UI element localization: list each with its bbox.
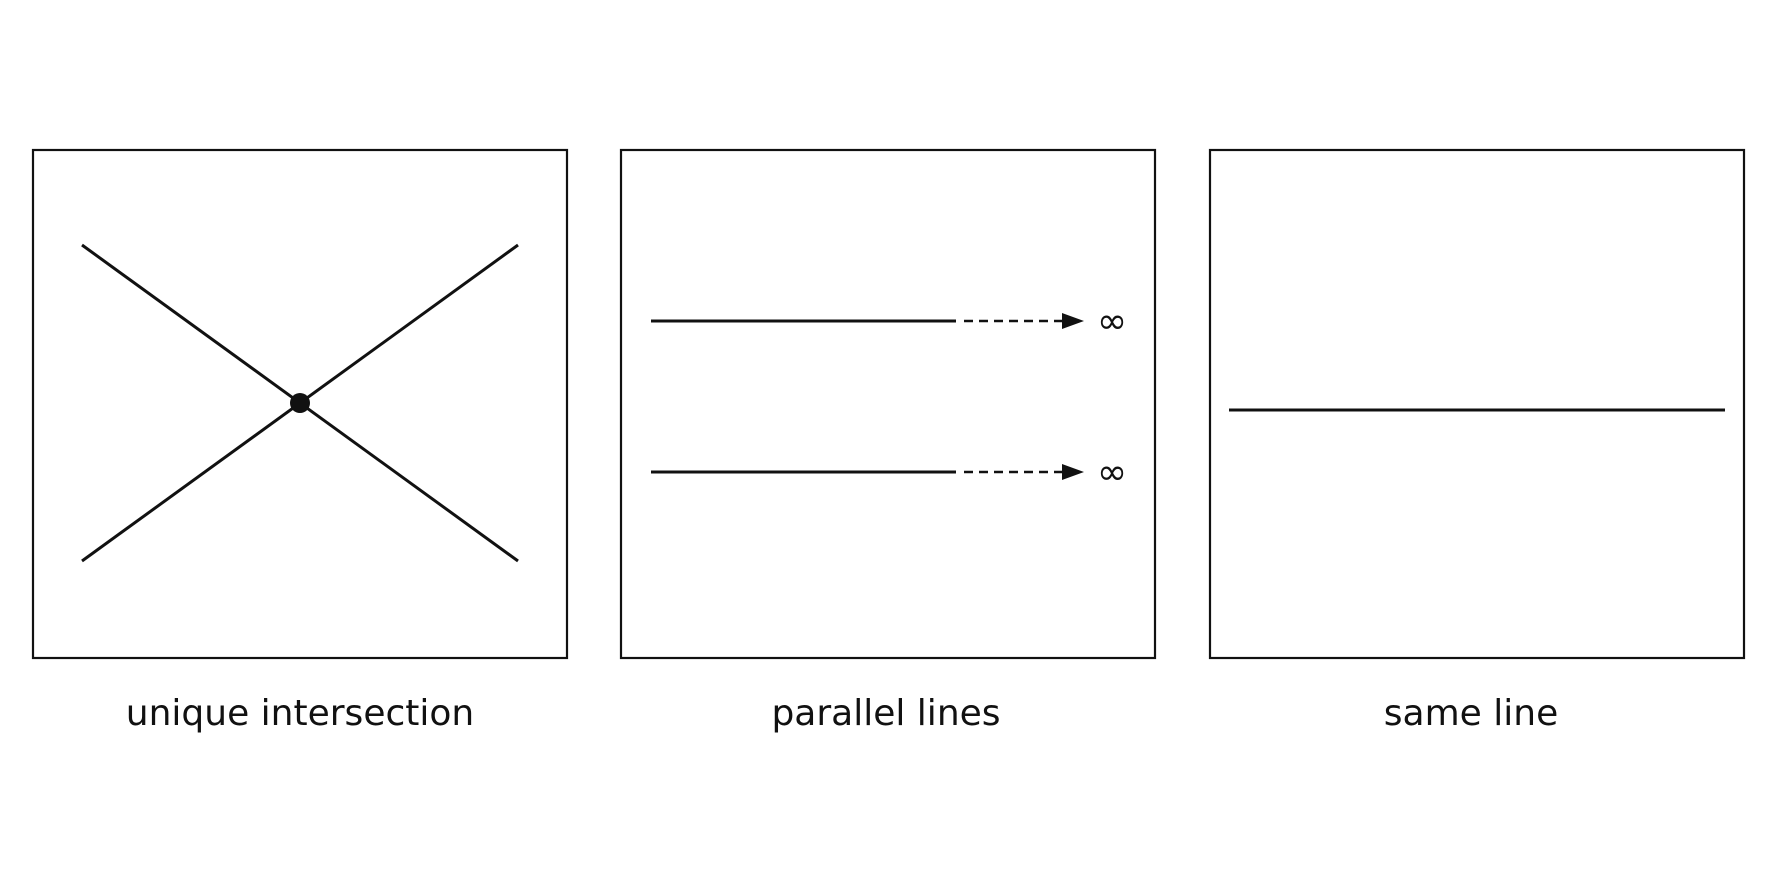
panel-same-line <box>1208 148 1746 660</box>
caption-unique-intersection: unique intersection <box>126 693 474 734</box>
panel-unique-intersection <box>31 148 569 660</box>
arrowhead-upper <box>1062 313 1084 329</box>
caption-same-line: same line <box>1384 693 1558 734</box>
infinity-symbol-upper: ∞ <box>1097 301 1127 342</box>
arrowhead-lower <box>1062 464 1084 480</box>
panel-frame <box>1208 148 1746 660</box>
caption-parallel-lines: parallel lines <box>771 693 1000 734</box>
panel-frame <box>619 148 1157 660</box>
panel-parallel-lines: ∞ ∞ <box>619 148 1157 660</box>
intersection-point <box>290 393 310 413</box>
infinity-symbol-lower: ∞ <box>1097 452 1127 493</box>
